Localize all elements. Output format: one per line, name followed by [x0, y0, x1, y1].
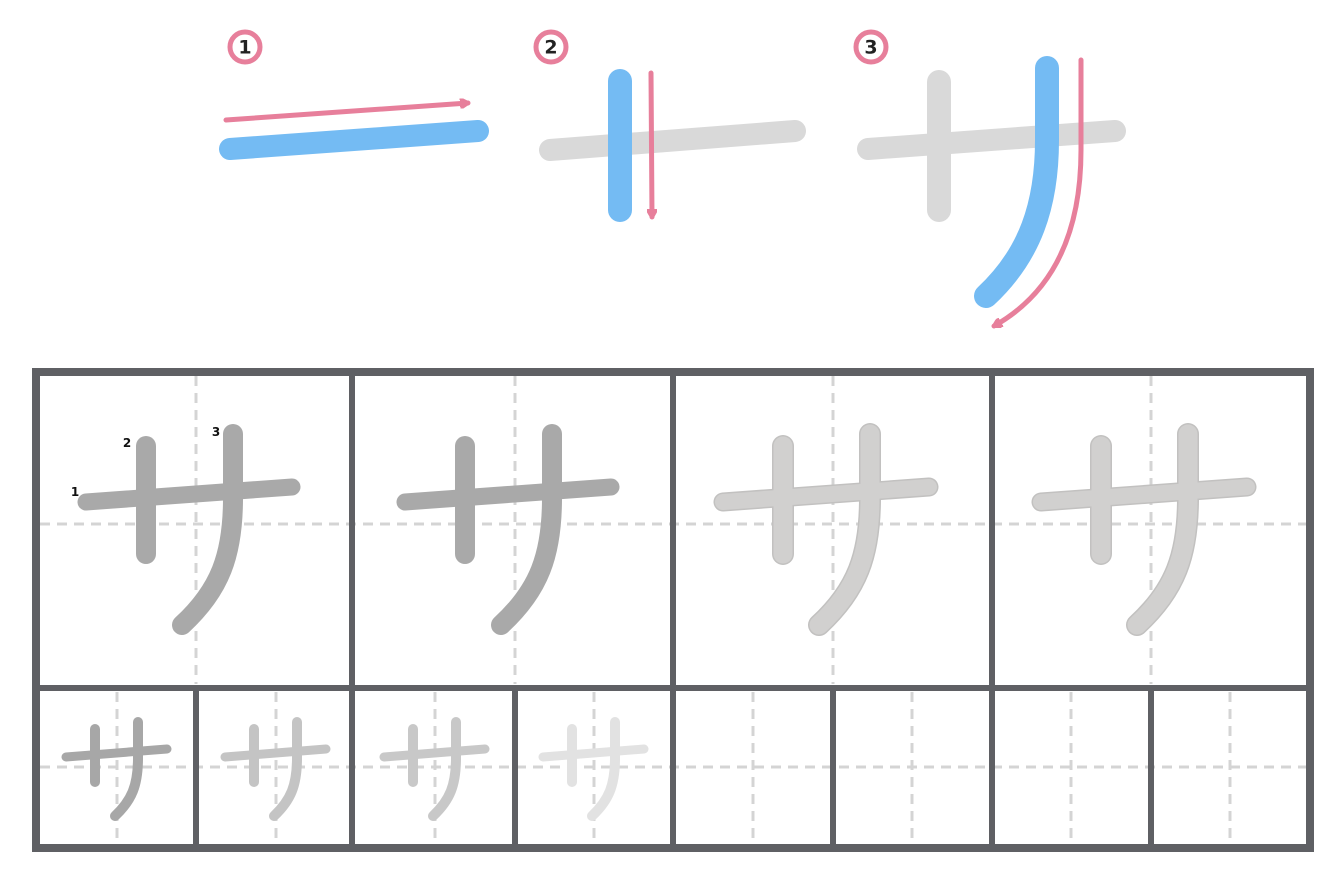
grid-borders [32, 368, 1314, 852]
katakana-sa-glyph [1031, 423, 1257, 636]
katakana-sa-glyph [538, 717, 649, 821]
direction-arrow-1 [223, 103, 471, 123]
step-number-2: 2 [544, 37, 557, 59]
katakana-sa-glyph [396, 424, 620, 635]
step-number-badge-2: 2 [533, 29, 569, 65]
katakana-sa-glyph [379, 717, 490, 821]
katakana-sa-glyph [220, 717, 331, 821]
step-1-panel: 1 [219, 29, 489, 160]
direction-arrow-3 [991, 57, 1084, 329]
step-2-panel: 2 [533, 29, 806, 222]
large-cell-1: 1 2 3 [71, 424, 301, 635]
stroke-number-label: 2 [123, 436, 131, 450]
large-cell-3 [713, 423, 939, 636]
katakana-sa-glyph [713, 423, 939, 636]
stroke-order-diagram: 1 2 3 [219, 29, 1126, 329]
small-cell-2 [220, 717, 331, 821]
stroke-number-label: 1 [71, 485, 79, 499]
small-cell-1 [61, 717, 172, 821]
stroke-1-inactive [539, 120, 806, 161]
small-cell-3 [379, 717, 490, 821]
stroke-3-active [974, 56, 1059, 308]
step-number-3: 3 [864, 37, 877, 59]
small-cell-4 [538, 717, 649, 821]
stroke-1-active [219, 120, 489, 160]
katakana-sa-glyph [77, 424, 301, 635]
step-number-badge-3: 3 [853, 29, 889, 65]
large-cell-2 [396, 424, 620, 635]
step-number-badge-1: 1 [227, 29, 263, 65]
practice-grid: 1 2 3 [32, 368, 1314, 852]
stroke-number-label: 3 [212, 425, 220, 439]
step-number-1: 1 [238, 37, 251, 59]
katakana-sa-glyph [61, 717, 172, 821]
large-cell-4 [1031, 423, 1257, 636]
stroke-1-inactive [857, 120, 1126, 160]
step-3-panel: 3 [853, 29, 1126, 329]
direction-arrow-2 [651, 70, 652, 220]
